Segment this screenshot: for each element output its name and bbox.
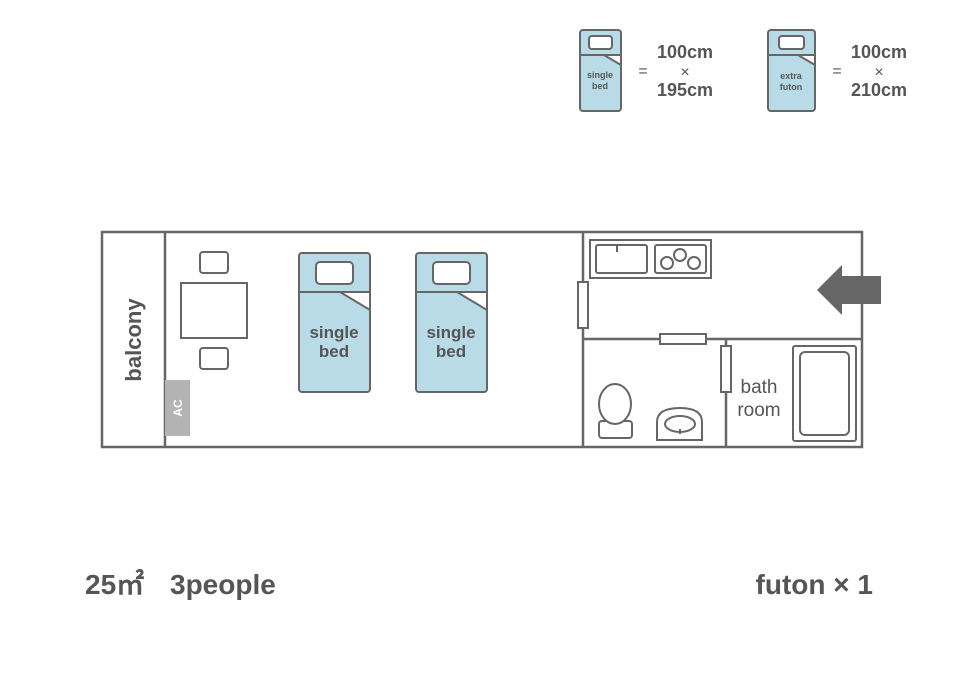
room-capacity: 3people bbox=[170, 569, 276, 600]
extra-futon-icon bbox=[767, 29, 816, 112]
bed-1-label-2: bed bbox=[319, 342, 349, 361]
legend-extra-futon-times: × bbox=[874, 64, 883, 81]
sink bbox=[595, 244, 648, 274]
main-room-door bbox=[577, 281, 589, 329]
ac-label: AC bbox=[171, 399, 185, 417]
legend-extra-futon-label-1: extra bbox=[780, 71, 803, 81]
legend-extra-futon-equals: = bbox=[832, 63, 841, 80]
kitchen-counter bbox=[589, 239, 712, 279]
bathtub bbox=[792, 345, 857, 442]
futon-count: futon × 1 bbox=[756, 569, 873, 600]
bathroom-label-2: room bbox=[737, 400, 780, 421]
entrance-arrow-icon bbox=[817, 265, 881, 315]
legend-single-bed-equals: = bbox=[638, 63, 647, 80]
single-bed-icon bbox=[579, 29, 622, 112]
bathroom-door bbox=[720, 345, 732, 393]
washbasin bbox=[656, 406, 703, 441]
legend-single-bed: single bed = 100cm × 195cm bbox=[579, 29, 713, 112]
legend-extra-futon-length: 210cm bbox=[851, 80, 907, 100]
ac-unit bbox=[165, 380, 190, 436]
legend-single-bed-length: 195cm bbox=[657, 80, 713, 100]
chair-bottom bbox=[199, 347, 229, 370]
chair-top bbox=[199, 251, 229, 274]
toilet bbox=[598, 383, 633, 439]
legend-extra-futon: extra futon = 100cm × 210cm bbox=[767, 29, 907, 112]
balcony-label: balcony bbox=[121, 298, 146, 382]
legend-single-bed-width: 100cm bbox=[657, 42, 713, 62]
legend-single-bed-times: × bbox=[680, 64, 689, 81]
single-bed-2: single bed bbox=[415, 252, 488, 393]
bed-2-label-1: single bbox=[426, 323, 475, 342]
bed-1-label-1: single bbox=[309, 323, 358, 342]
floor-plan: balcony AC single bed single bed bbox=[100, 230, 881, 449]
room-area: 25㎡ bbox=[85, 568, 144, 600]
bed-2-label-2: bed bbox=[436, 342, 466, 361]
table bbox=[180, 282, 248, 339]
legend-single-bed-label-2: bed bbox=[592, 81, 608, 91]
single-bed-1: single bed bbox=[298, 252, 371, 393]
legend-extra-futon-label-2: futon bbox=[780, 82, 803, 92]
legend-single-bed-label-1: single bbox=[587, 70, 613, 80]
legend-extra-futon-width: 100cm bbox=[851, 42, 907, 62]
washroom-door bbox=[659, 333, 707, 345]
bathroom-label-1: bath bbox=[741, 377, 778, 398]
